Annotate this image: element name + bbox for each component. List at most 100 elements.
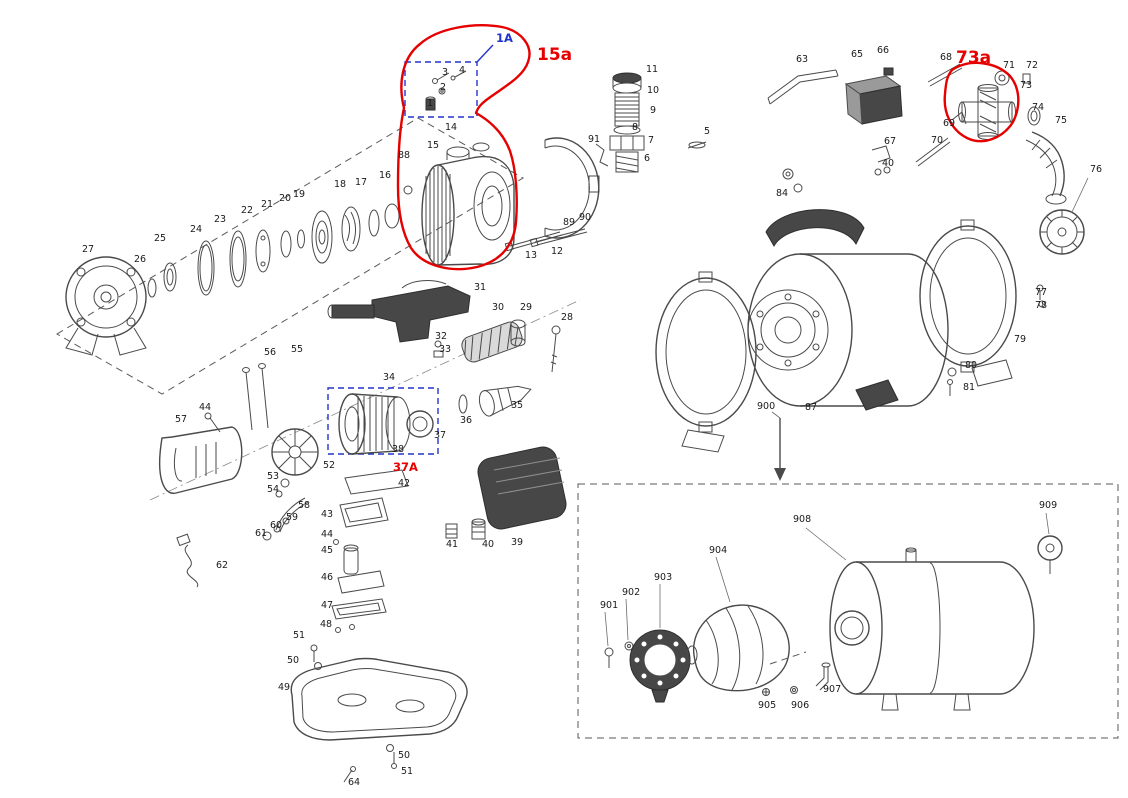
annotation-37A: 37A <box>393 460 418 474</box>
part-label-78: 78 <box>1035 300 1047 311</box>
fittings-58-61 <box>262 497 309 541</box>
part-label-41: 41 <box>446 539 458 550</box>
part-label-16: 16 <box>379 170 391 181</box>
tank-clamp-right <box>919 219 1046 396</box>
part-label-58: 58 <box>298 500 310 511</box>
fan <box>271 428 319 498</box>
part-label-42: 42 <box>398 478 410 489</box>
part-label-50: 50 <box>398 750 410 761</box>
part-label-68: 68 <box>940 52 952 63</box>
part-label-13: 13 <box>525 250 537 261</box>
part-label-64: 64 <box>348 777 360 788</box>
tank-flange <box>629 584 691 703</box>
part-label-3: 3 <box>442 67 448 78</box>
detail-fasteners <box>762 651 831 696</box>
part-label-31: 31 <box>474 282 486 293</box>
part-label-18: 18 <box>334 179 346 190</box>
spacer-29 <box>510 319 526 347</box>
part-label-87: 87 <box>805 402 817 413</box>
pump-body <box>421 142 515 266</box>
venturi <box>478 385 532 417</box>
part-label-38: 38 <box>392 444 404 455</box>
part-label-14: 14 <box>445 122 457 133</box>
part-label-35: 35 <box>511 400 523 411</box>
red-outline-73a <box>943 61 1020 143</box>
part-label-902: 902 <box>622 587 640 598</box>
part-label-11: 11 <box>646 64 658 75</box>
washer-36 <box>458 394 468 414</box>
part-label-74: 74 <box>1032 102 1044 113</box>
part-label-6: 6 <box>644 153 650 164</box>
hose-fitting-stack <box>595 72 707 173</box>
tank-assembly <box>655 61 1089 481</box>
motor-assembly <box>158 280 567 783</box>
part-label-27: 27 <box>82 244 94 255</box>
part-label-47: 47 <box>321 600 333 611</box>
part-label-37: 37 <box>434 430 446 441</box>
part-label-908: 908 <box>793 514 811 525</box>
part-label-70: 70 <box>931 135 943 146</box>
part-label-88: 88 <box>398 150 410 161</box>
part-label-69: 69 <box>943 118 955 129</box>
part-label-59: 59 <box>286 512 298 523</box>
part-label-906: 906 <box>791 700 809 711</box>
part-label-26: 26 <box>134 254 146 265</box>
tank-clamp-left <box>655 271 757 453</box>
handle-pipe <box>767 69 839 105</box>
part-label-903: 903 <box>654 572 672 583</box>
ejector-housing <box>327 280 471 358</box>
terminal-cover <box>445 446 567 540</box>
part-label-71: 71 <box>1003 60 1015 71</box>
part-label-39: 39 <box>511 537 523 548</box>
part-label-57: 57 <box>175 414 187 425</box>
part-label-75: 75 <box>1055 115 1067 126</box>
power-cable <box>176 533 199 588</box>
tank-detail-box <box>577 483 1119 739</box>
part-label-67: 67 <box>884 136 896 147</box>
part-label-50: 50 <box>287 655 299 666</box>
part-label-63: 63 <box>796 54 808 65</box>
part-label-36: 36 <box>460 415 472 426</box>
part-label-65: 65 <box>851 49 863 60</box>
part-label-21: 21 <box>261 199 273 210</box>
part-label-5: 5 <box>704 126 710 137</box>
part-label-44: 44 <box>321 529 333 540</box>
part-label-90: 90 <box>579 212 591 223</box>
part-label-60: 60 <box>270 520 282 531</box>
part-label-91: 91 <box>588 134 600 145</box>
part-label-62: 62 <box>216 560 228 571</box>
part-label-17: 17 <box>355 177 367 188</box>
part-label-73: 73 <box>1020 80 1032 91</box>
part-label-48: 48 <box>320 619 332 630</box>
seal-disc-stack <box>147 185 413 298</box>
part-label-12: 12 <box>551 246 563 257</box>
part-label-33: 33 <box>439 344 451 355</box>
red-outline-15a <box>396 24 531 271</box>
part-label-4: 4 <box>459 65 465 76</box>
part-label-24: 24 <box>190 224 202 235</box>
pressure-gauge <box>1039 177 1089 255</box>
motor-flange <box>65 256 147 356</box>
part-label-7: 7 <box>648 135 654 146</box>
bolt-28 <box>550 325 561 373</box>
part-label-19: 19 <box>293 189 305 200</box>
annotation-1A: 1A <box>496 31 513 45</box>
pressure-switch <box>844 67 903 126</box>
elbow-pipe <box>1025 131 1067 205</box>
clamp-bolts <box>504 228 588 252</box>
part-label-901: 901 <box>600 600 618 611</box>
part-label-77: 77 <box>1035 287 1047 298</box>
part-label-81: 81 <box>963 382 975 393</box>
plate-stack <box>331 469 409 633</box>
part-label-43: 43 <box>321 509 333 520</box>
fittings-cluster <box>871 63 1041 176</box>
part-label-8: 8 <box>632 122 638 133</box>
part-label-72: 72 <box>1026 60 1038 71</box>
tank-shell <box>805 527 1035 711</box>
part-label-46: 46 <box>321 572 333 583</box>
part-label-56: 56 <box>264 347 276 358</box>
tank-top-cover <box>765 168 865 248</box>
diaphragm-bladder <box>686 556 790 692</box>
